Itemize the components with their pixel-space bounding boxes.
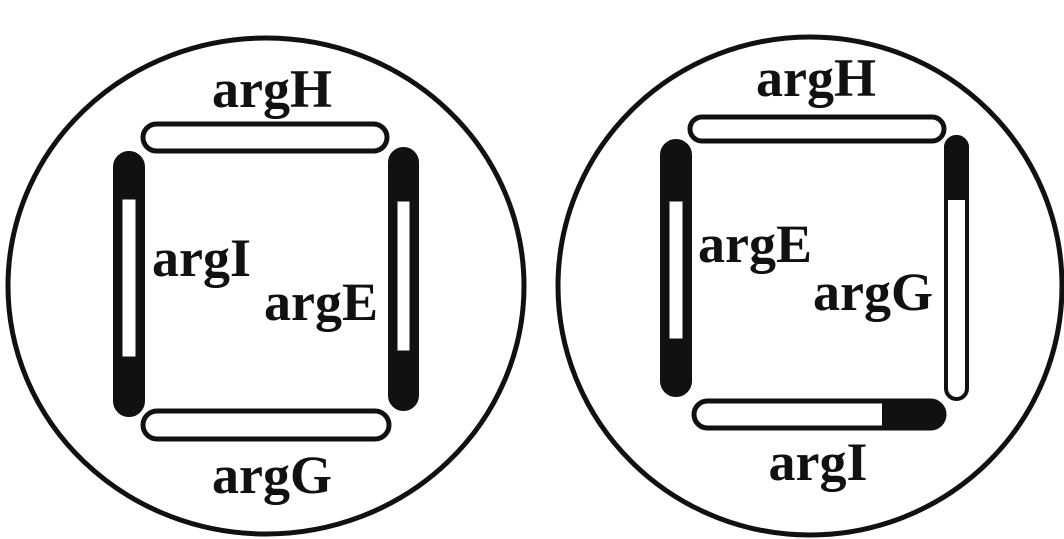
plate-1-label-argH: argH xyxy=(212,59,332,119)
plate-1-label-argI: argI xyxy=(152,228,251,288)
plate-2: argH argE argG argI xyxy=(558,37,1062,535)
plate-2-label-argH: argH xyxy=(756,48,876,108)
plate-2-streak-argG xyxy=(946,137,967,399)
plate-1-streak-argG xyxy=(143,411,389,439)
plate-2-label-argI: argI xyxy=(769,432,868,492)
plate-1-label-argG: argG xyxy=(212,445,332,505)
plate-1-streak-argI xyxy=(115,153,143,415)
plate-2-label-argG: argG xyxy=(813,262,933,322)
plate-2-streak-argE xyxy=(662,141,690,395)
plate-2-streak-argH xyxy=(690,117,944,141)
plate-2-label-argE: argE xyxy=(698,214,812,274)
plate-1-streak-argE xyxy=(390,149,417,409)
plate-1: argH argI argE argG xyxy=(8,38,524,534)
plate-1-streak-argH xyxy=(143,124,387,151)
plate-1-label-argE: argE xyxy=(264,272,378,332)
plate-2-streak-argI xyxy=(694,401,944,428)
